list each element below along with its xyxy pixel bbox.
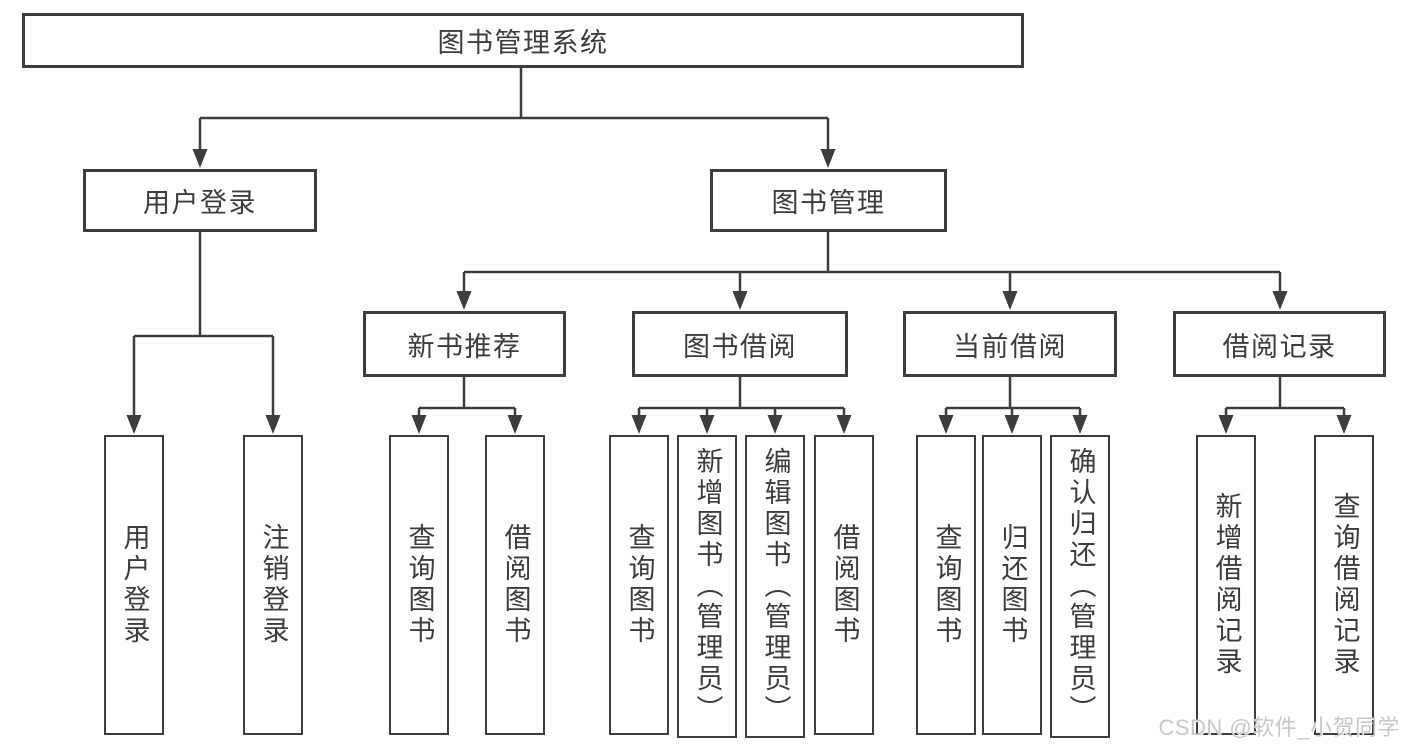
arrowheads-book-borrow-group	[631, 415, 852, 434]
leaf-logout: 注销登录	[243, 435, 303, 735]
node-root-system: 图书管理系统	[22, 13, 1024, 68]
node-book-management: 图书管理	[710, 169, 947, 232]
leaf-add-book-admin: 新增图书（管理员）	[677, 435, 737, 738]
leaf-return-book: 归还图书	[982, 435, 1042, 735]
leaf-query-books-recommend: 查询图书	[389, 435, 449, 735]
leaf-user-login: 用户登录	[104, 435, 164, 735]
connector-root-to-branches	[198, 68, 830, 150]
connector-book-management-group	[462, 232, 1282, 292]
node-borrow-record: 借阅记录	[1173, 311, 1386, 377]
arrowheads-borrow-record-group	[1218, 415, 1352, 434]
arrowheads-root-to-branches	[192, 149, 836, 168]
leaf-query-borrow-record: 查询借阅记录	[1314, 435, 1374, 735]
node-current-borrow: 当前借阅	[903, 311, 1117, 377]
leaf-query-books-current: 查询图书	[916, 435, 976, 735]
leaf-query-books-borrow: 查询图书	[609, 435, 669, 735]
connector-borrow-record-group	[1224, 377, 1346, 416]
arrowheads-user-login-group	[126, 415, 281, 434]
leaf-confirm-return-admin: 确认归还（管理员）	[1050, 435, 1110, 738]
node-book-borrow: 图书借阅	[632, 311, 848, 377]
connector-user-login-group	[132, 232, 275, 416]
arrowheads-current-borrow-group	[938, 415, 1088, 434]
connector-new-book-group	[417, 377, 517, 416]
arrowheads-new-book-group	[411, 415, 523, 434]
connector-current-borrow-group	[944, 377, 1082, 416]
csdn-watermark: CSDN @软件_小贺同学	[1158, 715, 1400, 740]
leaf-edit-book-admin: 编辑图书（管理员）	[745, 435, 805, 738]
leaf-borrow-books-recommend: 借阅图书	[485, 435, 545, 735]
arrowheads-book-management-group	[456, 291, 1288, 310]
leaf-add-borrow-record: 新增借阅记录	[1196, 435, 1256, 735]
node-new-book-recommend: 新书推荐	[363, 311, 566, 377]
leaf-borrow-book: 借阅图书	[814, 435, 874, 735]
node-user-login: 用户登录	[83, 169, 317, 232]
connector-book-borrow-group	[637, 377, 846, 416]
